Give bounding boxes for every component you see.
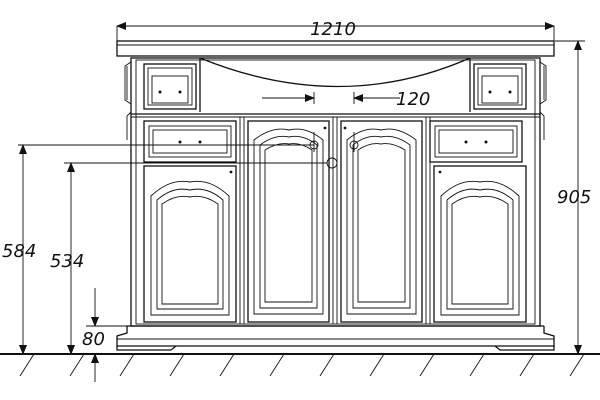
dimension-plinth: 80 (82, 288, 127, 382)
dimension-width: 1210 (116, 19, 555, 40)
right-corbel (539, 61, 547, 140)
left-side-door (143, 165, 237, 323)
right-drawer (429, 120, 523, 163)
floor (0, 353, 600, 377)
dimension-outlet-upper-label: 584 (2, 241, 36, 262)
left-corbel (124, 61, 132, 140)
plinth (116, 325, 555, 351)
dimension-width-label: 1210 (310, 19, 356, 40)
center-left-door (247, 120, 338, 323)
center-right-door (340, 120, 423, 323)
dimension-height: 905 (548, 40, 591, 355)
dimension-outlet-lower: 534 (50, 162, 327, 355)
basin-outline (199, 57, 471, 88)
top-right-drawer (473, 63, 527, 110)
dimension-height-label: 905 (557, 187, 591, 208)
dimension-plinth-label: 80 (82, 329, 105, 350)
dimension-tap-offset: 120 (262, 89, 430, 110)
right-side-door (433, 165, 527, 323)
dimension-outlet-lower-label: 534 (50, 251, 84, 272)
stiles (239, 117, 431, 324)
dimension-outlet-upper: 584 (2, 144, 314, 355)
dimension-tap-offset-label: 120 (396, 89, 430, 110)
left-drawer (143, 120, 237, 163)
top-left-drawer (143, 63, 197, 110)
